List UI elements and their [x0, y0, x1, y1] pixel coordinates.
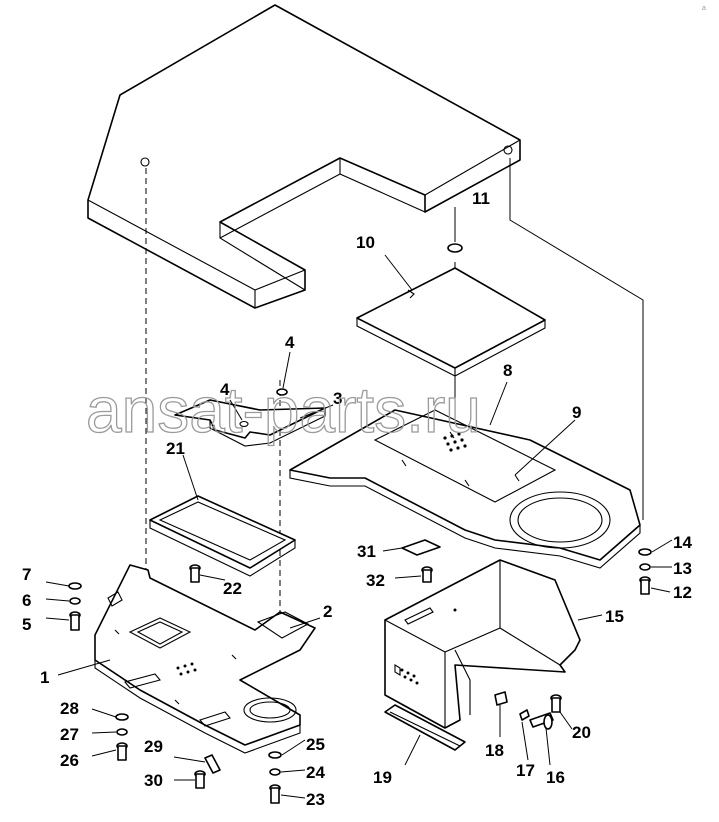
vent-holes-cover [400, 668, 419, 685]
callout-14: 14 [673, 533, 692, 552]
callout-6: 6 [22, 591, 31, 610]
callout-30: 30 [144, 771, 163, 790]
callout-29: 29 [144, 737, 163, 756]
callout-25: 25 [306, 735, 325, 754]
plug-11 [447, 243, 463, 253]
washer-17 [519, 709, 530, 721]
callout-12: 12 [673, 583, 692, 602]
fastener-stack-bottom-left [115, 713, 129, 761]
floor-plate-8 [289, 409, 641, 569]
callout-24: 24 [306, 763, 325, 782]
side-cover-15 [384, 559, 581, 729]
callout-5: 5 [22, 615, 31, 634]
callout-10: 10 [356, 233, 375, 252]
bolt-20 [550, 694, 562, 713]
callout-11: 11 [472, 189, 490, 208]
plate-31 [401, 539, 441, 556]
corner-mark: a [702, 5, 706, 12]
bracket-plate [174, 388, 326, 447]
watermark-text: ansat-parts.ru [86, 374, 481, 446]
leader-lines [45, 207, 673, 799]
callout-22: 22 [223, 579, 242, 598]
fastener-stack-left [68, 582, 82, 631]
callout-20: 20 [572, 723, 591, 742]
callout-27: 27 [60, 725, 79, 744]
fastener-stack-bottom [268, 751, 282, 804]
clip-18 [494, 691, 508, 706]
base-plate-1 [94, 564, 316, 754]
seal-strip-19 [384, 704, 466, 751]
bolt-32 [421, 566, 433, 583]
callout-31: 31 [357, 542, 376, 561]
clip-29 [204, 754, 221, 774]
callout-15: 15 [605, 607, 624, 626]
vent-holes-base [176, 662, 197, 676]
bolt-30 [194, 770, 206, 789]
floor-mat-cover [87, 4, 521, 309]
callout-26: 26 [60, 751, 79, 770]
bolt-16 [529, 712, 554, 730]
panel-10 [356, 267, 546, 377]
callout-8: 8 [503, 361, 512, 380]
callout-labels: 1 2 3 4 4 5 6 7 8 9 10 11 12 13 14 15 16… [22, 189, 692, 809]
callout-19: 19 [373, 768, 392, 787]
gasket-21 [149, 495, 296, 577]
callout-32: 32 [366, 571, 385, 590]
callout-13: 13 [673, 559, 692, 578]
callout-4a: 4 [285, 333, 295, 352]
callout-23: 23 [306, 790, 325, 809]
vent-holes [443, 432, 467, 452]
fastener-stack-right [638, 548, 652, 595]
callout-2: 2 [323, 602, 332, 621]
callout-9: 9 [572, 403, 581, 422]
callout-18: 18 [485, 741, 504, 760]
callout-1: 1 [40, 668, 49, 687]
callout-28: 28 [60, 699, 79, 718]
callout-16: 16 [546, 768, 565, 787]
callout-21: 21 [166, 439, 185, 458]
bolt-22 [189, 564, 201, 583]
callout-17: 17 [516, 761, 535, 780]
callout-4b: 4 [220, 380, 230, 399]
callout-3: 3 [333, 389, 342, 408]
callout-7: 7 [22, 565, 31, 584]
